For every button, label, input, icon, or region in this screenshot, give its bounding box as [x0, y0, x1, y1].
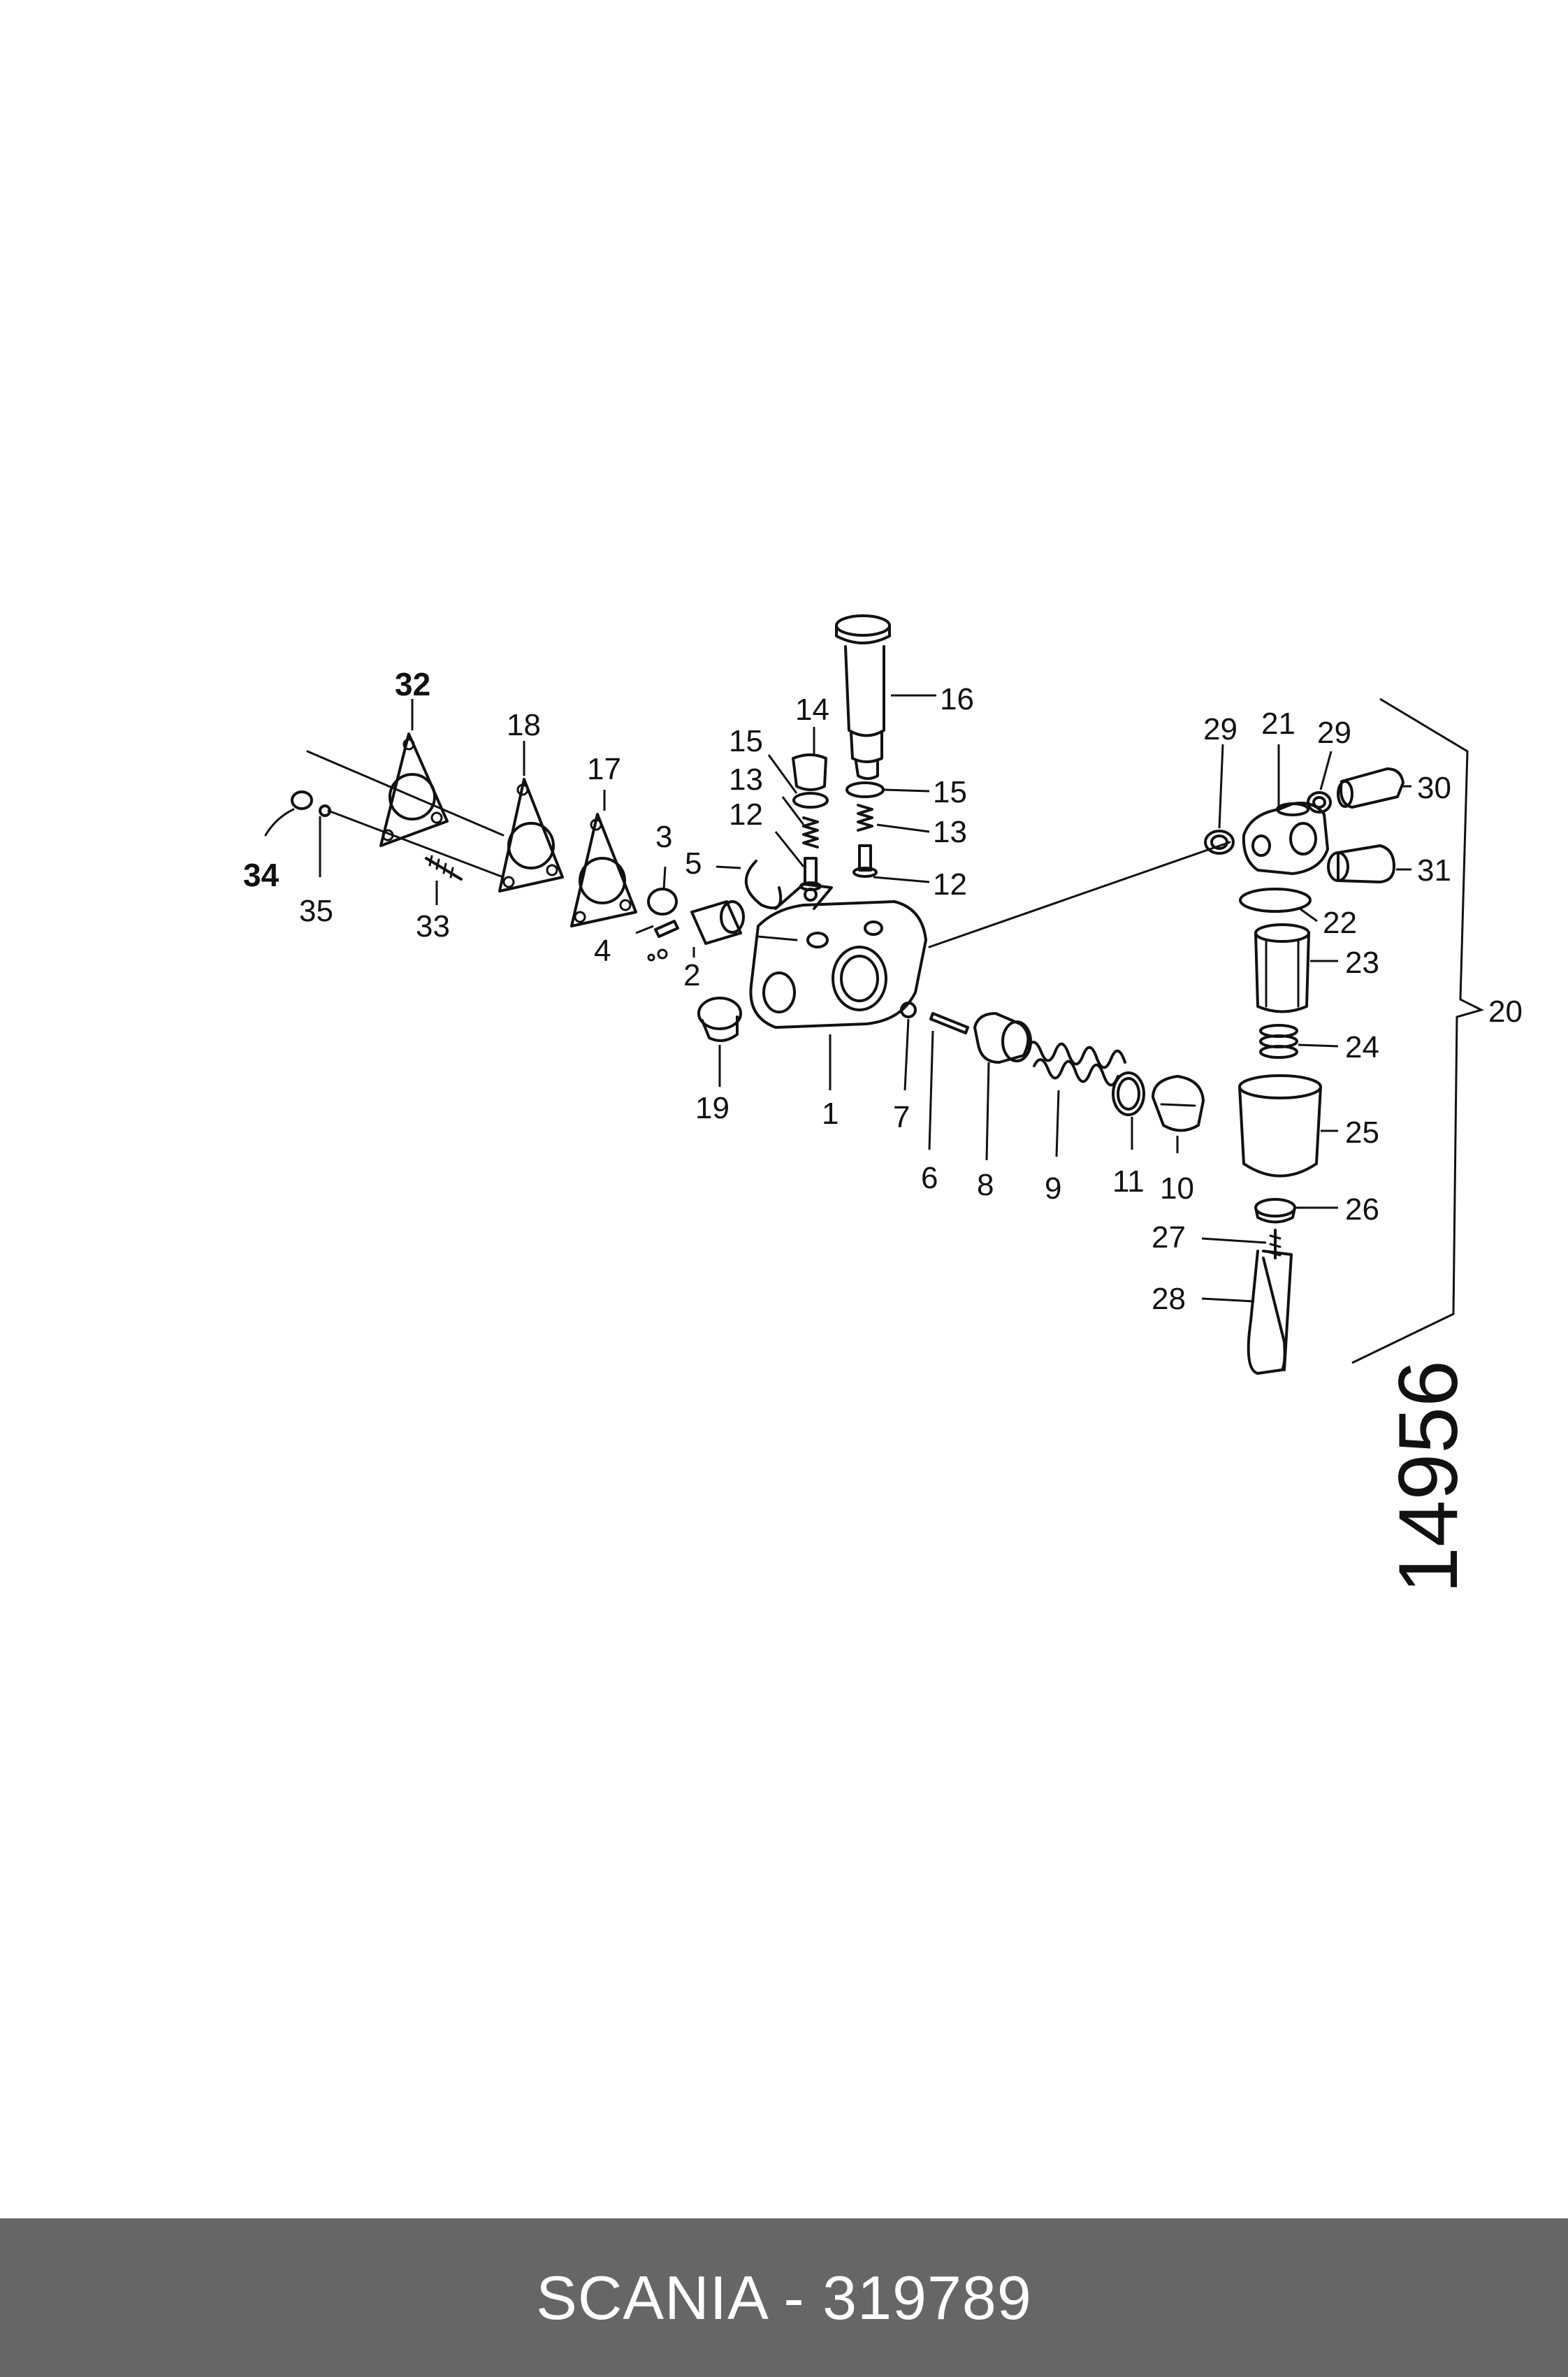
exploded-parts-diagram: 32 18 17 3 5 4 2 1 19 7 6 8 9 11 10 14 1…	[243, 614, 1523, 1594]
part-29-washer-right	[1307, 791, 1332, 814]
part-2-roller	[690, 900, 745, 945]
label-28: 28	[1152, 1282, 1186, 1316]
part-33-stud	[425, 855, 463, 881]
part-12-valve-right	[852, 844, 878, 878]
part-29-washer-left	[1204, 830, 1235, 855]
label-15-right: 15	[933, 775, 967, 809]
part-15-washer-right	[845, 781, 885, 798]
part-7-ball	[900, 1002, 917, 1018]
label-5: 5	[685, 846, 702, 881]
leader-lines	[319, 694, 1485, 1364]
label-33: 33	[416, 909, 450, 944]
part-3-plug	[647, 888, 678, 916]
footer-caption: SCANIA - 319789	[536, 2262, 1032, 2332]
part-13-spring-left	[802, 816, 819, 848]
part-4-pin	[647, 920, 679, 962]
part-22-seal	[1239, 888, 1312, 913]
part-26-nut	[1254, 1198, 1296, 1224]
part-19-bushing	[697, 997, 742, 1042]
label-30: 30	[1417, 771, 1451, 805]
part-34-nut	[264, 790, 313, 837]
label-2: 2	[683, 958, 700, 992]
part-5-circlip	[744, 860, 783, 909]
label-17: 17	[587, 752, 621, 786]
part-16-primer-pump	[835, 614, 891, 780]
part-21-filter-head	[1242, 802, 1329, 875]
part-1-pump-body	[749, 883, 927, 1029]
part-15-washer-left	[792, 792, 829, 809]
label-10: 10	[1160, 1171, 1194, 1206]
label-6: 6	[921, 1161, 938, 1195]
part-30-banjo-bolt	[1337, 767, 1404, 809]
label-29-right: 29	[1317, 716, 1351, 750]
label-29-left: 29	[1203, 712, 1237, 746]
label-26: 26	[1345, 1192, 1379, 1227]
part-12-valve-left	[799, 857, 822, 891]
label-27: 27	[1152, 1220, 1186, 1255]
label-31: 31	[1417, 853, 1451, 888]
part-17-gasket	[570, 813, 637, 927]
part-10-plug	[1152, 1075, 1205, 1132]
part-8-piston	[973, 1012, 1032, 1064]
part-6-pin	[929, 1012, 969, 1034]
part-labels: 32 18 17 3 5 4 2 1 19 7 6 8 9 11 10 14 1…	[243, 666, 1523, 1316]
part-24-spring	[1259, 1024, 1298, 1059]
label-15-left: 15	[729, 724, 763, 758]
label-32: 32	[395, 666, 430, 702]
label-7: 7	[893, 1100, 910, 1134]
part-18-gasket	[498, 778, 564, 893]
part-9-spring	[1026, 1041, 1126, 1087]
part-32-gasket	[379, 732, 449, 847]
label-22: 22	[1323, 906, 1357, 940]
drawing-number: 14956	[1381, 1360, 1475, 1594]
label-8: 8	[977, 1168, 994, 1202]
part-31-union	[1327, 844, 1395, 883]
label-13-left: 13	[729, 763, 763, 797]
part-14-plug	[792, 753, 827, 791]
label-12-right: 12	[933, 867, 967, 902]
label-18: 18	[507, 708, 541, 742]
label-23: 23	[1345, 946, 1379, 980]
label-16: 16	[940, 682, 974, 716]
part-35-washer	[319, 804, 331, 817]
label-3: 3	[655, 820, 672, 854]
label-34: 34	[243, 857, 280, 893]
label-11: 11	[1112, 1164, 1145, 1199]
label-14: 14	[795, 693, 829, 727]
label-21: 21	[1261, 707, 1295, 741]
footer-bar: SCANIA - 319789	[0, 2218, 1568, 2377]
label-24: 24	[1345, 1030, 1379, 1064]
reference-lines	[306, 750, 1231, 948]
part-28-wire-clip	[1247, 1250, 1293, 1375]
label-4: 4	[594, 934, 611, 968]
label-9: 9	[1045, 1171, 1061, 1206]
part-23-filter-element	[1254, 923, 1310, 1013]
label-20: 20	[1488, 995, 1523, 1029]
part-13-spring-right	[857, 804, 873, 832]
label-25: 25	[1345, 1115, 1379, 1150]
label-13-right: 13	[933, 815, 967, 849]
label-1: 1	[822, 1097, 839, 1131]
label-35: 35	[299, 894, 333, 928]
label-12-left: 12	[729, 797, 763, 832]
part-11-seal-ring	[1112, 1071, 1145, 1116]
part-25-bowl	[1238, 1074, 1322, 1178]
label-19: 19	[695, 1091, 729, 1125]
